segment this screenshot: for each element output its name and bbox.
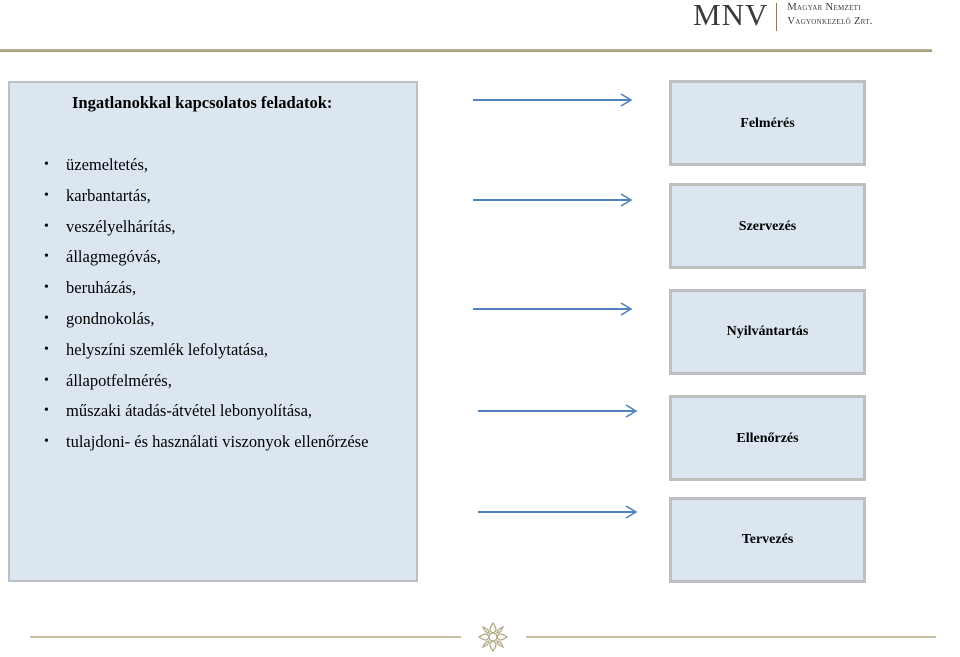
tasks-panel: Ingatlanokkal kapcsolatos feladatok: üze…	[8, 81, 418, 582]
tasks-list: üzemeltetés, karbantartás, veszélyelhárí…	[38, 150, 368, 458]
task-item: helyszíni szemlék lefolytatása,	[38, 335, 368, 366]
step-szervezes: Szervezés	[669, 183, 866, 269]
task-item: állagmegóvás,	[38, 242, 368, 273]
step-label: Ellenőrzés	[736, 431, 799, 446]
logo-abbreviation: MNV	[693, 0, 769, 32]
step-ellenorzes: Ellenőrzés	[669, 395, 866, 481]
task-item: karbantartás,	[38, 181, 368, 212]
step-nyilvantartas: Nyilvántartás	[669, 289, 866, 375]
arrow-to-nyilvantartas	[473, 302, 633, 316]
step-label: Tervezés	[741, 532, 794, 547]
mnv-logo: MNV Magyar Nemzeti Vagyonkezelő Zrt.	[693, 0, 873, 34]
task-item: gondnokolás,	[38, 304, 368, 335]
step-label: Nyilvántartás	[726, 324, 809, 339]
arrow-to-felmeres	[473, 93, 633, 107]
task-item: állapotfelmérés,	[38, 366, 368, 397]
tasks-title: Ingatlanokkal kapcsolatos feladatok:	[72, 93, 333, 112]
logo-line-1: Magyar Nemzeti	[787, 2, 861, 13]
logo-divider	[776, 3, 778, 31]
footer-rule-right	[526, 636, 936, 638]
arrow-to-tervezes	[478, 505, 638, 519]
task-item: tulajdoni- és használati viszonyok ellen…	[38, 427, 368, 458]
arrow-to-szervezes	[473, 193, 633, 207]
task-item: üzemeltetés,	[38, 150, 368, 181]
logo-fullname: Magyar Nemzeti Vagyonkezelő Zrt.	[787, 0, 872, 28]
step-label: Felmérés	[740, 116, 795, 131]
task-item: veszélyelhárítás,	[38, 212, 368, 243]
step-tervezes: Tervezés	[669, 497, 866, 583]
ornament-icon	[477, 621, 509, 653]
step-felmeres: Felmérés	[669, 80, 866, 166]
task-item: műszaki átadás-átvétel lebonyolítása,	[38, 396, 368, 427]
header-rule	[0, 49, 932, 52]
footer-rule-left	[30, 636, 461, 638]
logo-line-2: Vagyonkezelő Zrt.	[787, 16, 873, 27]
step-label: Szervezés	[738, 219, 797, 234]
arrow-to-ellenorzes	[478, 404, 638, 418]
task-item: beruházás,	[38, 273, 368, 304]
